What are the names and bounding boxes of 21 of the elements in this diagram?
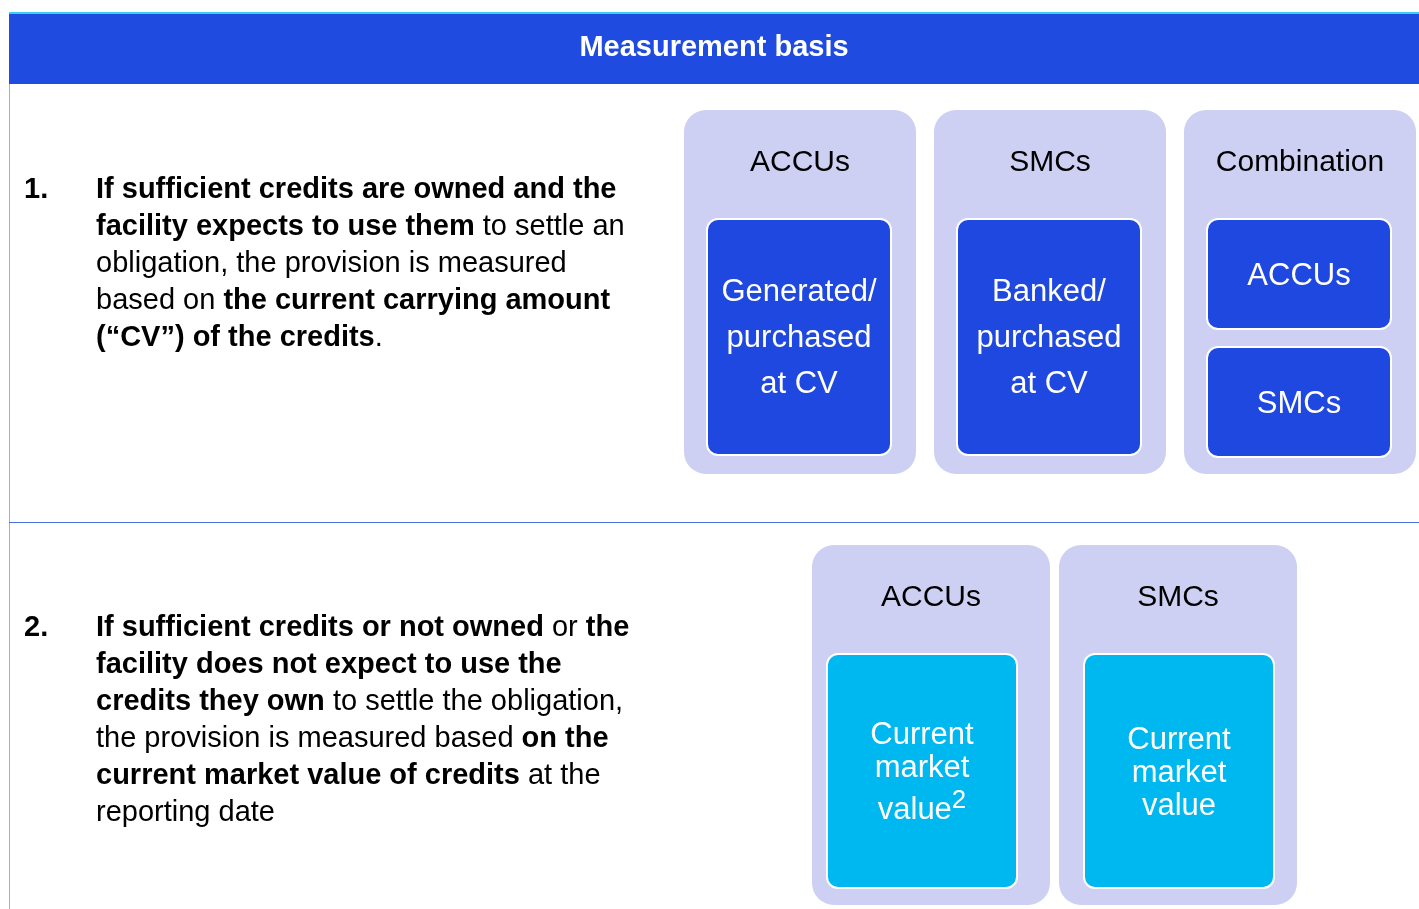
panel-heading: ACCUs — [749, 144, 851, 178]
header-title: Measurement basis — [578, 30, 850, 63]
panel-heading: SMCs — [1136, 579, 1220, 613]
group-panel — [812, 545, 1050, 905]
group-panel — [934, 110, 1166, 474]
category-box: Banked/ purchased at CV — [956, 218, 1142, 456]
statement-text: If sufficient credits are owned and the facility expects to use them to settle an obligation, the provision is measured based on the current carrying amount (“CV”) of the credits. — [96, 171, 626, 354]
category-box: SMCs — [1206, 346, 1392, 458]
list-number: 2. — [24, 609, 50, 644]
category-box: Current market value$^{2}$ — [826, 653, 1018, 889]
group-panel — [1184, 110, 1416, 474]
category-box: ACCUs — [1206, 218, 1392, 330]
group-panel — [684, 110, 916, 474]
statement-text: If sufficient credits or not owned or the facility does not expect to use the credits they own to settle the obligation, the provision is measured based on the current market value of credits at the reporting date — [96, 609, 631, 829]
category-box: Generated/ purchased at CV — [706, 218, 892, 456]
group-panel — [1059, 545, 1297, 905]
panel-heading: SMCs — [1008, 144, 1092, 178]
list-number: 1. — [24, 171, 50, 206]
panel-heading: Combination — [1214, 144, 1386, 178]
panel-heading: ACCUs — [880, 579, 982, 613]
category-box: Current market value — [1083, 653, 1275, 889]
